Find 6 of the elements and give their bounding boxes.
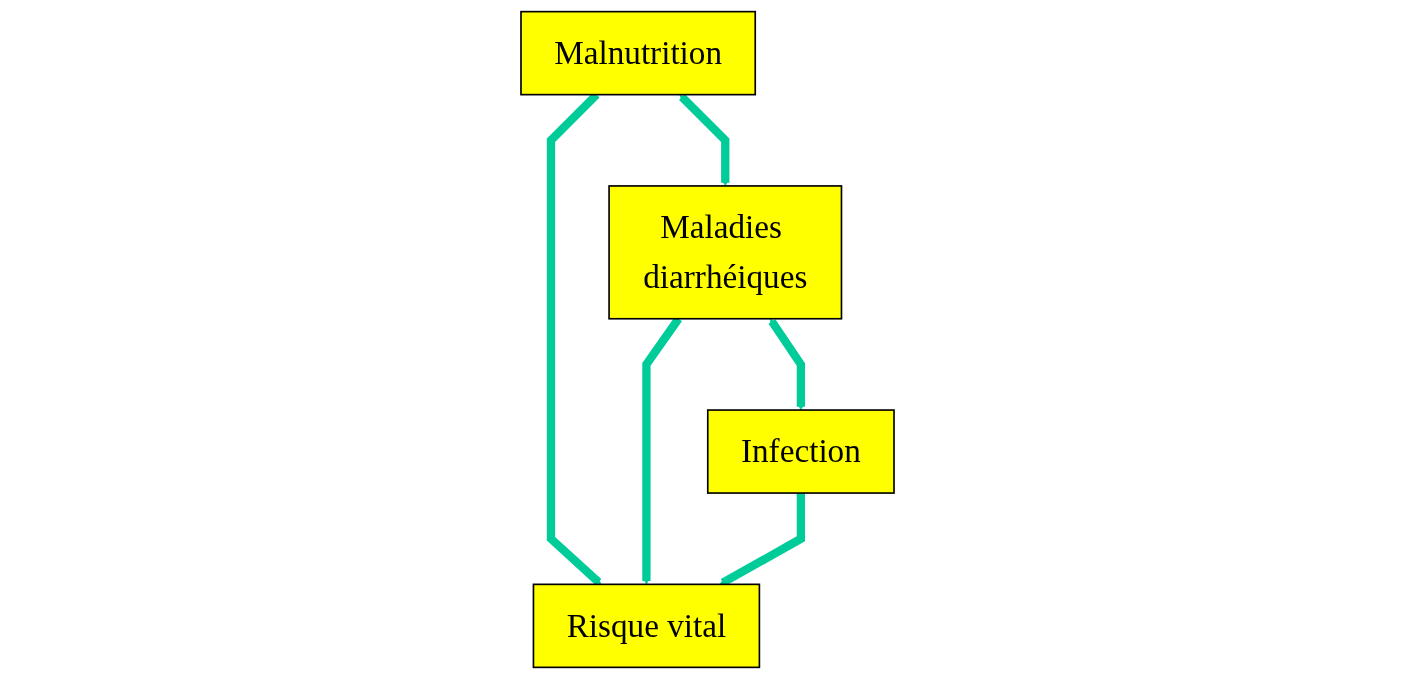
arrow: [679, 94, 730, 187]
node-box: Maladies diarrhéiques: [608, 185, 843, 320]
node-box: Infection: [706, 409, 895, 494]
node-box: Malnutrition: [520, 10, 757, 96]
arrow: [768, 318, 806, 411]
node-box: Risque vital: [532, 583, 761, 669]
